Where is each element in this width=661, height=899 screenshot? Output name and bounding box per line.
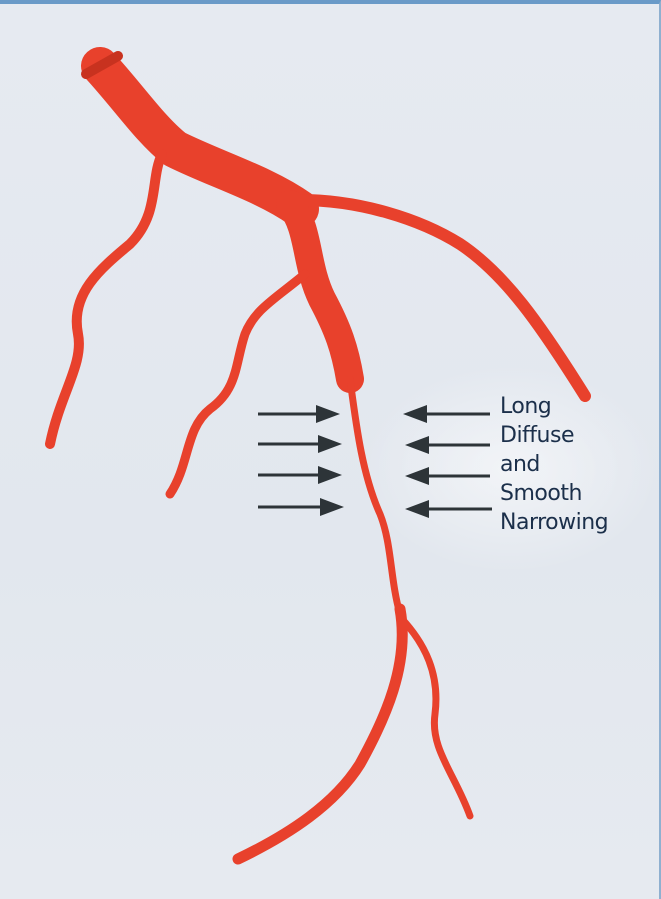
right-arrow-3: [405, 467, 490, 485]
left-arrow-1: [258, 405, 340, 423]
artery-distal-vessel: [238, 609, 402, 859]
narrowing-annotation: Long Diffuse and Smooth Narrowing: [500, 392, 650, 537]
annotation-line-2: Diffuse: [500, 421, 650, 450]
right-arrow-1: [403, 405, 490, 423]
right-arrow-2: [405, 436, 490, 454]
left-arrow-3: [258, 466, 342, 484]
annotation-line-5: Narrowing: [500, 508, 650, 537]
artery-middle-branch: [170, 274, 305, 494]
right-arrow-4: [405, 500, 492, 518]
annotation-line-3: and: [500, 450, 650, 479]
left-arrows: [258, 405, 344, 516]
artery-main-vessel: [290, 204, 350, 379]
artery-narrowed-segment: [350, 379, 400, 614]
annotation-line-4: Smooth: [500, 479, 650, 508]
left-arrow-4: [258, 498, 344, 516]
artery-main-trunk: [100, 66, 300, 209]
artery-distal-branch: [402, 619, 470, 816]
right-arrows: [403, 405, 492, 518]
artery-left-branch: [50, 154, 162, 444]
left-arrow-2: [258, 435, 342, 453]
annotation-line-1: Long: [500, 392, 650, 421]
